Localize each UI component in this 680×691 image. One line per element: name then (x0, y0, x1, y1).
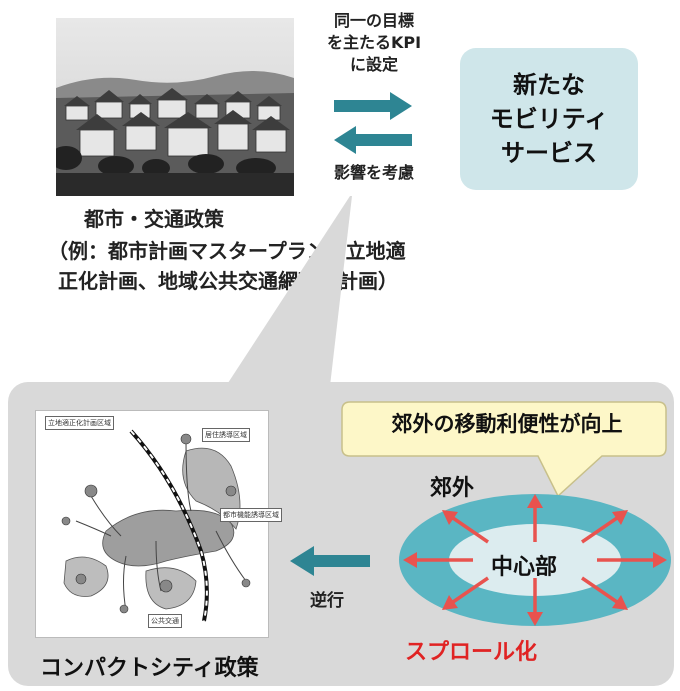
map-label-residential: 居住誘導区域 (202, 428, 250, 442)
arrow-forward-line-1: 同一の目標 (333, 11, 414, 30)
new-mobility-service-box: 新たな モビリティ サービス (460, 48, 638, 190)
map-label-area: 立地適正化計画区域 (45, 416, 114, 430)
sprawl-ring-diagram (399, 494, 671, 626)
policy-detail-line-2: 正化計画、地域公共交通網形成計画） (58, 269, 398, 293)
mobility-line-2: モビリティ (489, 105, 609, 133)
arrow-forward-label: 同一の目標 を主たるKPI に設定 (312, 10, 436, 76)
arrow-right-icon (334, 92, 412, 120)
reverse-label: 逆行 (310, 591, 344, 611)
compact-city-policy-label: コンパクトシティ政策 (40, 656, 259, 681)
policy-title: 都市・交通政策 (84, 207, 224, 231)
sprawl-label: スプロール化 (405, 640, 538, 665)
callout-text: 郊外の移動利便性が向上 (391, 412, 623, 436)
mobility-line-1: 新たな (513, 71, 585, 99)
suburban-housing-photo (56, 18, 294, 196)
compact-city-map (35, 410, 269, 638)
arrow-forward-line-3: に設定 (349, 55, 398, 74)
center-label: 中心部 (491, 555, 558, 580)
mobility-line-3: サービス (501, 139, 597, 167)
arrow-forward-line-2: を主たるKPI (326, 33, 422, 52)
map-label-transit: 公共交通 (148, 614, 182, 628)
arrow-left-icon (334, 126, 412, 154)
map-label-urban-function: 都市機能誘導区域 (220, 508, 282, 522)
arrow-back-label: 影響を考慮 (333, 163, 414, 182)
policy-detail-line-1: （例：都市計画マスタープラン、立地適 (48, 239, 406, 263)
callout-bubble (341, 401, 667, 498)
suburb-label: 郊外 (430, 476, 475, 501)
reverse-arrow-icon (290, 546, 370, 576)
